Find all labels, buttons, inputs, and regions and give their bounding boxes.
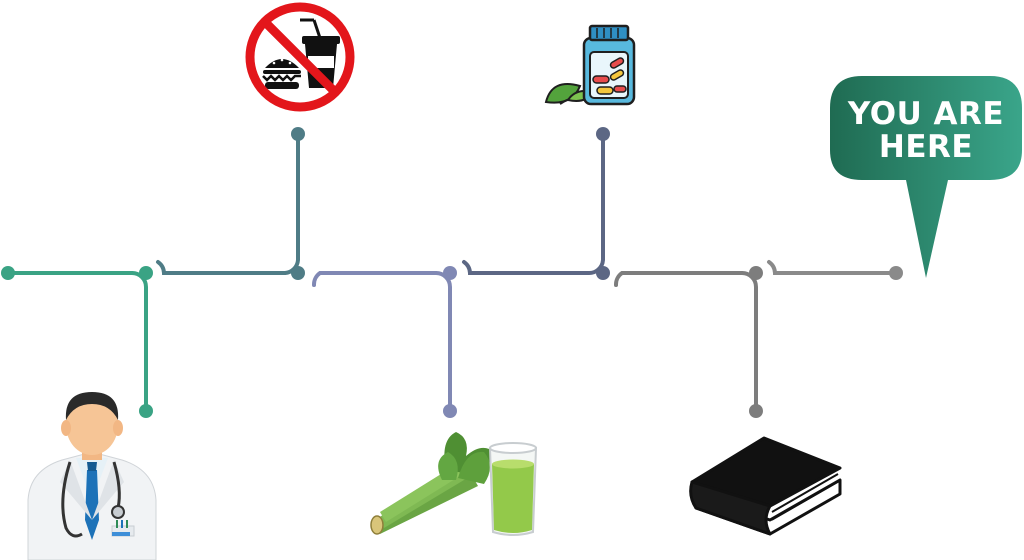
node-5: [749, 266, 763, 280]
node-4: [596, 266, 610, 280]
node-2: [291, 266, 305, 280]
callout-line-2: HERE: [879, 129, 973, 165]
you-are-here-callout: YOU ARE HERE: [830, 76, 1022, 278]
supplement-jar-icon: [544, 24, 636, 106]
branch-end-node-doctor: [139, 404, 153, 418]
branch-end-node-book: [749, 404, 763, 418]
timeline-segment-2: [156, 260, 287, 275]
timeline-segment-6: [767, 260, 898, 275]
end-node: [889, 266, 903, 280]
timeline-segment-5: [614, 271, 744, 287]
node-1: [139, 266, 153, 280]
timeline-line: [6, 258, 898, 289]
timeline-nodes: [1, 127, 903, 418]
timeline-segment-3: [312, 271, 438, 287]
branch-end-node-no-junk-food: [291, 127, 305, 141]
timeline-segment-4: [462, 260, 590, 275]
callout-bubble: [830, 76, 1022, 278]
branch-end-node-celery: [443, 404, 457, 418]
book-icon: [689, 436, 842, 536]
branch-end-node-supplements: [596, 127, 610, 141]
branches: [144, 135, 758, 410]
start-node: [1, 266, 15, 280]
node-3: [443, 266, 457, 280]
doctor-icon: [27, 392, 157, 560]
callout-line-1: YOU ARE: [847, 96, 1004, 132]
no-fast-food-icon: [245, 2, 355, 112]
celery-juice-icon: [370, 432, 538, 536]
